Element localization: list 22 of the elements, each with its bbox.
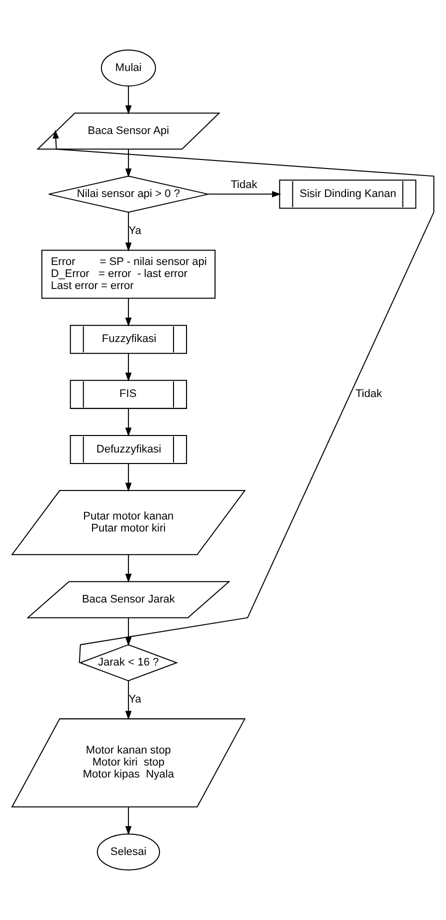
arrow [125, 554, 132, 583]
arrow [125, 86, 132, 114]
node-diamond: Jarak < 16 ? [78, 644, 178, 682]
edge-label: Tidak [355, 388, 382, 400]
arrow [125, 806, 132, 836]
arrow [52, 130, 434, 664]
node-ellipse: Selesai [96, 833, 160, 870]
arrow [125, 408, 132, 437]
node-ellipse: Mulai [100, 50, 156, 87]
arrow [208, 191, 282, 198]
arrow [125, 352, 132, 382]
arrow [125, 212, 132, 252]
arrow [125, 463, 132, 492]
arrow [125, 618, 132, 646]
node-box: Error = SP - nilai sensor api D_Error = error - last error Last error = error [41, 250, 216, 299]
edge-label: Ya [128, 225, 142, 238]
edge-label: Tidak [230, 178, 258, 191]
edge-label: Ya [128, 694, 142, 706]
arrow [125, 298, 132, 327]
arrow [125, 680, 132, 720]
arrow [125, 148, 132, 178]
node-diamond: Nilai sensor api > 0 ? [48, 176, 209, 213]
